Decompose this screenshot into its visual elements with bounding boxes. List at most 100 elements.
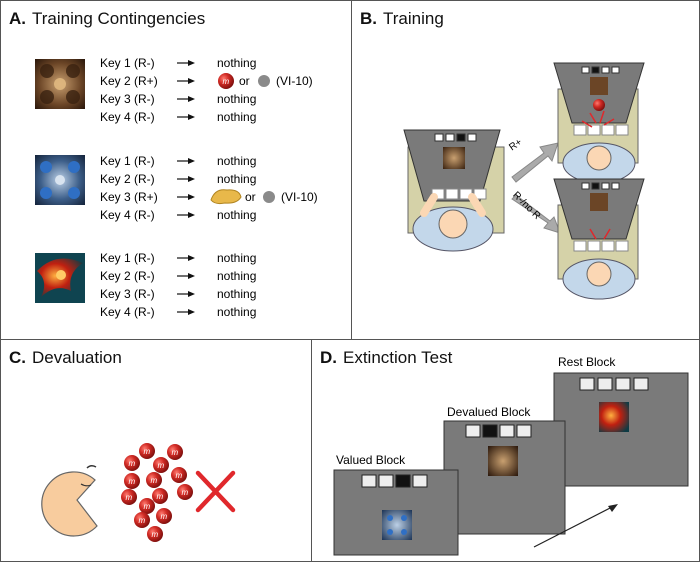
candy-icon: m xyxy=(124,455,140,471)
cross-icon xyxy=(195,470,236,513)
training-station-main xyxy=(403,129,505,252)
or-label: or xyxy=(239,74,250,88)
key-label: Key 1 (R-) xyxy=(100,251,155,265)
arrow-icon xyxy=(177,78,195,84)
outcome-label: nothing xyxy=(217,110,256,124)
key-label: Key 4 (R-) xyxy=(100,110,155,124)
arrow-icon xyxy=(177,273,195,279)
arrow-icon xyxy=(177,194,195,200)
panel-a-title: A.Training Contingencies xyxy=(9,9,206,28)
gray-circle-icon xyxy=(263,191,275,203)
candy-icon: m xyxy=(171,467,187,483)
cracker-icon xyxy=(210,189,242,205)
candy-icon: m xyxy=(167,444,183,460)
svg-text:m: m xyxy=(182,488,189,497)
gray-circle-icon xyxy=(258,75,270,87)
candy-icon: m xyxy=(153,457,169,473)
fractal-image-red xyxy=(35,253,85,303)
key-label: Key 3 (R+) xyxy=(100,190,158,204)
key-label: Key 4 (R-) xyxy=(100,208,155,222)
svg-text:R+: R+ xyxy=(507,137,524,154)
outcome-label: nothing xyxy=(217,287,256,301)
svg-text:m: m xyxy=(176,471,183,480)
arrow-icon xyxy=(177,255,195,261)
svg-text:m: m xyxy=(152,530,159,539)
key-label: Key 1 (R-) xyxy=(100,154,155,168)
arrow-icon xyxy=(177,96,195,102)
svg-text:m: m xyxy=(157,492,164,501)
training-station-no-reward xyxy=(553,178,645,300)
key-label: Key 3 (R-) xyxy=(100,287,155,301)
svg-text:Devalued Block: Devalued Block xyxy=(447,405,531,419)
arrow-icon xyxy=(177,291,195,297)
schedule-label: (VI-10) xyxy=(276,74,313,88)
arrow-r-plus: R+ xyxy=(507,137,559,183)
arrow-r-minus: R-/no R xyxy=(510,190,561,234)
svg-text:m: m xyxy=(144,447,151,456)
arrow-icon xyxy=(177,212,195,218)
candy-icon: m xyxy=(134,512,150,528)
candy-icon: m xyxy=(152,488,168,504)
panel-b: B.Training xyxy=(351,0,700,340)
key-label: Key 2 (R+) xyxy=(100,74,158,88)
key-label: Key 2 (R-) xyxy=(100,269,155,283)
outcome-label: nothing xyxy=(217,172,256,186)
svg-text:m: m xyxy=(223,77,230,86)
panel-c-title: C.Devaluation xyxy=(9,348,122,367)
key-label: Key 4 (R-) xyxy=(100,305,155,319)
svg-text:m: m xyxy=(129,477,136,486)
arrow-icon xyxy=(177,158,195,164)
candy-icon: m xyxy=(124,473,140,489)
key-label: Key 2 (R-) xyxy=(100,172,155,186)
progression-arrow xyxy=(533,504,618,548)
schedule-label: (VI-10) xyxy=(281,190,318,204)
svg-text:R-/no R: R-/no R xyxy=(510,190,542,222)
svg-text:Valued Block: Valued Block xyxy=(336,453,406,467)
panel-a: A.Training Contingencies xyxy=(0,0,352,340)
candy-icon: m xyxy=(218,73,234,89)
outcome-label: nothing xyxy=(217,92,256,106)
valued-block-screen: Valued Block xyxy=(333,453,459,556)
face-icon xyxy=(41,464,98,537)
outcome-label: nothing xyxy=(217,305,256,319)
key-label: Key 1 (R-) xyxy=(100,56,155,70)
svg-text:Rest Block: Rest Block xyxy=(558,355,616,369)
panel-b-graphic: R+ R-/no R xyxy=(403,62,645,300)
arrow-icon xyxy=(177,176,195,182)
key-label: Key 3 (R-) xyxy=(100,92,155,106)
arrow-icon xyxy=(177,309,195,315)
or-label: or xyxy=(245,190,256,204)
candy-icon: m xyxy=(156,508,172,524)
outcome-label: nothing xyxy=(217,251,256,265)
svg-text:m: m xyxy=(158,461,165,470)
panel-d-title: D.Extinction Test xyxy=(320,348,453,367)
fractal-image-blue xyxy=(35,155,85,205)
svg-text:m: m xyxy=(129,459,136,468)
outcome-label: nothing xyxy=(217,269,256,283)
outcome-label: nothing xyxy=(217,56,256,70)
candy-icon: m xyxy=(139,443,155,459)
fractal-image-brown xyxy=(35,59,85,109)
outcome-label: nothing xyxy=(217,208,256,222)
training-station-reward xyxy=(553,62,645,184)
svg-text:m: m xyxy=(126,493,133,502)
candy-icon: m xyxy=(139,498,155,514)
candy-icon: m xyxy=(147,526,163,542)
arrow-icon xyxy=(177,114,195,120)
panel-d-graphic: Rest Block Devalued Block Valued Block xyxy=(333,355,689,556)
panel-b-title: B.Training xyxy=(360,9,444,28)
arrow-icon xyxy=(177,60,195,66)
devalued-block-screen: Devalued Block xyxy=(443,405,566,535)
candy-icon: m xyxy=(177,484,193,500)
svg-text:m: m xyxy=(144,502,151,511)
rest-block-screen: Rest Block xyxy=(553,355,689,487)
svg-text:m: m xyxy=(139,516,146,525)
panel-d: D.Extinction Test Rest Block Devalued Bl… xyxy=(311,339,700,562)
svg-text:m: m xyxy=(172,448,179,457)
svg-text:m: m xyxy=(161,512,168,521)
candy-icon: m xyxy=(146,472,162,488)
